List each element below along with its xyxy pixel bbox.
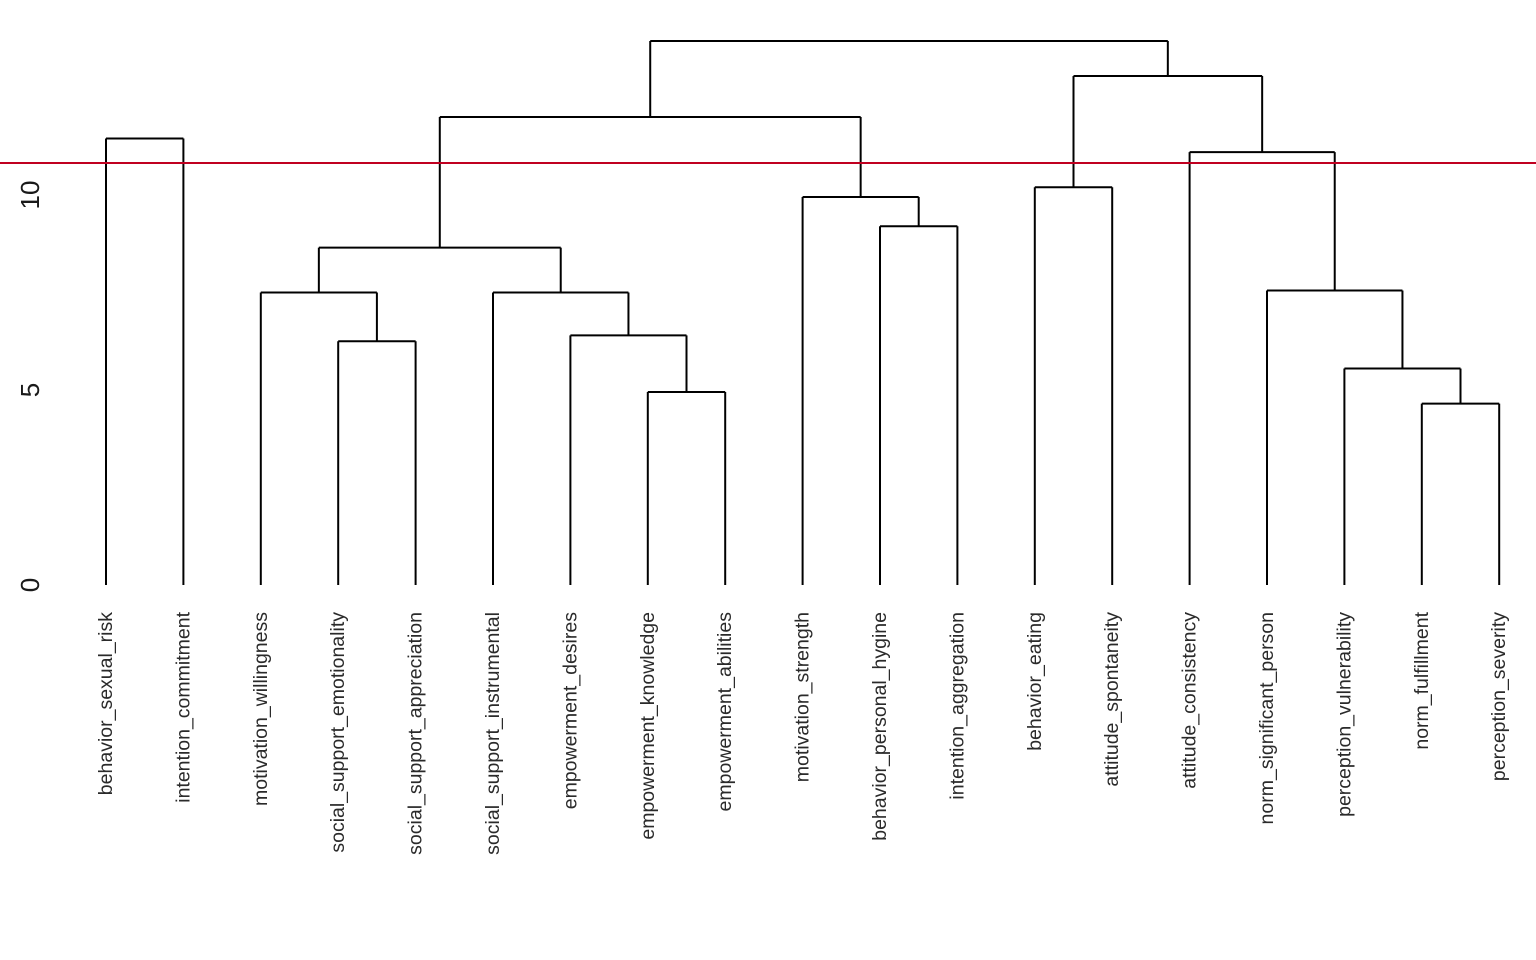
y-axis-tick-label: 5 — [15, 383, 45, 397]
leaf-label: norm_fulfillment — [1411, 611, 1433, 749]
leaf-label: perception_severity — [1488, 612, 1510, 781]
leaf-label: attitude_consistency — [1179, 612, 1201, 789]
leaf-label: attitude_spontaneity — [1101, 612, 1123, 787]
dendrogram-links — [105, 39, 1501, 585]
leaf-label: social_support_appreciation — [405, 612, 427, 855]
leaf-label: intention_aggregation — [946, 612, 968, 800]
y-axis: 0 5 10 — [15, 181, 45, 593]
leaf-label: behavior_sexual_risk — [95, 612, 117, 795]
leaf-label: empowerment_abilities — [714, 612, 736, 812]
leaf-label: social_support_emotionality — [327, 612, 349, 853]
leaf-labels: behavior_sexual_risk intention_commitment… — [95, 611, 1510, 854]
leaf-label: norm_significant_person — [1256, 612, 1278, 824]
leaf-label: perception_vulnerability — [1333, 612, 1355, 817]
leaf-label: motivation_strength — [792, 612, 814, 782]
y-axis-tick-label: 0 — [15, 578, 45, 592]
leaf-label: motivation_willingness — [250, 612, 272, 806]
leaf-label: behavior_personal_hygine — [869, 612, 891, 841]
leaf-label: empowerment_knowledge — [637, 612, 659, 840]
leaf-label: behavior_eating — [1024, 612, 1046, 751]
leaf-label: social_support_instrumental — [482, 612, 504, 855]
leaf-label: empowerment_desires — [559, 612, 581, 810]
y-axis-tick-label: 10 — [15, 181, 45, 210]
leaf-label: intention_commitment — [172, 611, 194, 802]
